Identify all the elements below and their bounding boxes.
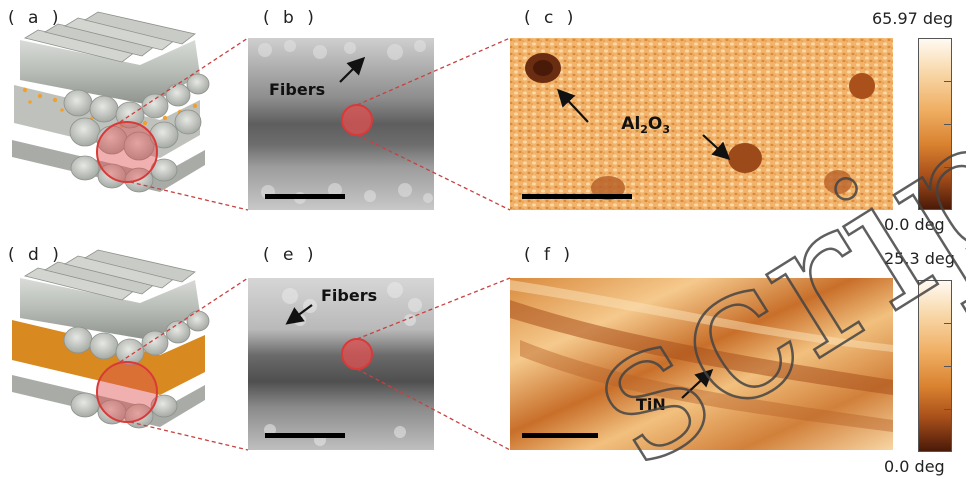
zoom-circle-b [341, 104, 373, 136]
afm-image-f [510, 278, 893, 450]
al2o3-formula: Al2O3 [612, 128, 616, 130]
arrow-fibers-e [285, 304, 313, 325]
arrow-tin [681, 369, 714, 399]
colorbar-top [918, 38, 952, 210]
panel-label-b: ( b ) [263, 8, 318, 28]
arrow-fibers-b [339, 56, 366, 83]
colorbar-top-min-label: 0.0 deg [884, 215, 945, 234]
zoom-circle-a [96, 121, 158, 183]
panel-label-d: ( d ) [8, 245, 63, 265]
sem-image-b [248, 38, 434, 210]
al2o3-o: O [648, 114, 662, 134]
arrow-al2o3-1 [556, 88, 589, 123]
al2o3-sub3: 3 [662, 123, 670, 136]
zoom-circle-d [96, 361, 158, 423]
colorbar-bottom-min-label: 0.0 deg [884, 457, 945, 476]
scale-bar-e [265, 433, 345, 438]
al2o3-sub2: 2 [640, 123, 648, 136]
panel-label-e: ( e ) [263, 245, 318, 265]
panel-label-c: ( c ) [524, 8, 578, 28]
scale-bar-f [522, 433, 598, 438]
afm-image-c [510, 38, 893, 210]
panel-label-f: ( f ) [524, 245, 575, 265]
arrow-al2o3-2 [702, 134, 731, 160]
zoom-circle-e [341, 338, 373, 370]
zoom-connectors [119, 37, 511, 451]
colorbar-bottom-max-label: 25.3 deg [884, 249, 955, 268]
scale-bar-b [265, 194, 345, 199]
annotation-al2o3: Al2O3 Al2O3 [612, 114, 670, 136]
annotation-fibers-b: Fibers [269, 80, 325, 99]
scale-bar-c [522, 194, 632, 199]
al2o3-al: Al [621, 114, 640, 134]
schematic-d [12, 249, 210, 429]
colorbar-top-max-label: 65.97 deg [872, 9, 954, 28]
schematic-a [12, 11, 210, 193]
panel-label-a: ( a ) [8, 8, 63, 28]
colorbar-bottom [918, 280, 952, 452]
annotation-tin: TiN [636, 395, 666, 414]
sem-image-e [248, 278, 434, 450]
annotation-fibers-e: Fibers [321, 286, 377, 305]
